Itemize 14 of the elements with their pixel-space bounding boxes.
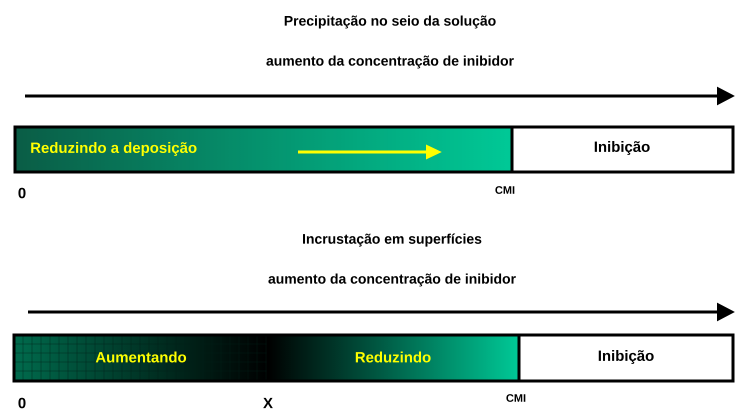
axis-label: CMI — [506, 394, 526, 402]
axis-label: CMI — [495, 186, 514, 194]
bar-segment: Reduzindo — [266, 334, 520, 382]
bar-segment: Aumentando — [12, 334, 270, 382]
heading: Precipitação no seio da solução — [284, 16, 496, 28]
heading: aumento da concentração de inibidor — [266, 56, 514, 68]
bar-segment: Inibição — [510, 126, 734, 174]
heading: Incrustação em superfícies — [303, 233, 482, 247]
axis-label: 0 — [18, 398, 26, 408]
axis-label: 0 — [18, 188, 26, 198]
heading: aumento da concentração de inibidor — [268, 274, 516, 286]
axis-label: X — [263, 398, 273, 408]
bar-segment: Reduzindo a deposição — [14, 126, 514, 174]
bar-segment: Inibição — [518, 334, 734, 382]
